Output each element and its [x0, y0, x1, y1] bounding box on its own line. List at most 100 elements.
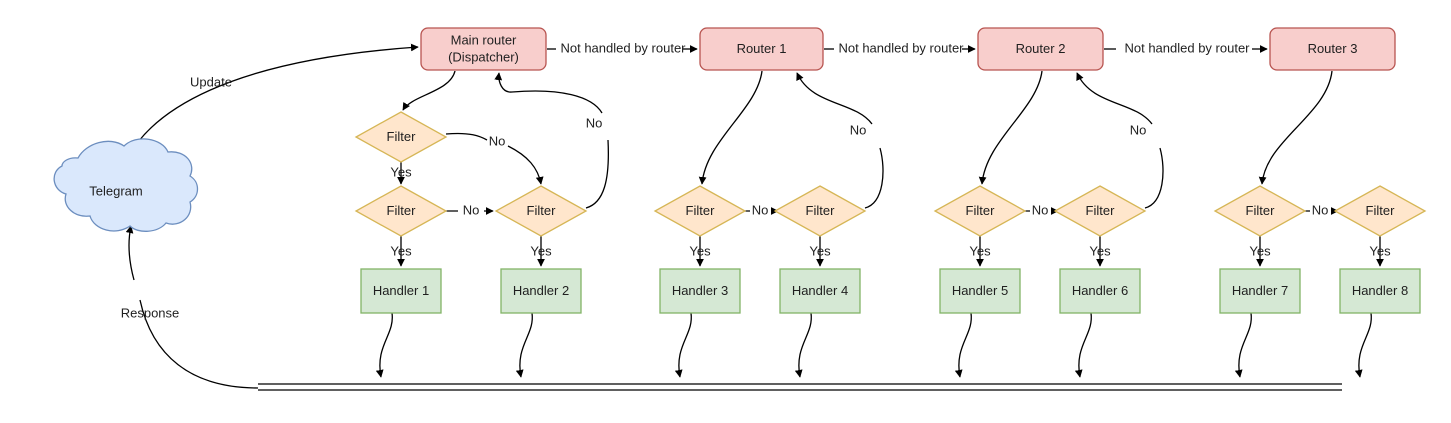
edge-handler-4-to-bus — [794, 312, 812, 378]
node-filter-6[interactable]: Filter — [933, 185, 1027, 237]
edge-label-yes-filter-4: Yes — [689, 243, 711, 258]
node-handler-7[interactable]: Handler 7 — [1219, 268, 1301, 314]
handler-1-label: Handler 1 — [373, 283, 429, 298]
edge-label-no-filter-5-to-router-1: No — [850, 122, 867, 137]
edge-label-yes-filter-2: Yes — [390, 243, 412, 258]
handler-4-box — [779, 268, 861, 314]
node-handler-4[interactable]: Handler 4 — [779, 268, 861, 314]
edge-filter-7-no-to-router-2 — [1077, 73, 1164, 209]
handler-2-box — [500, 268, 582, 314]
router-2-label: Router 2 — [1016, 41, 1066, 56]
filter-7-diamond — [1053, 185, 1147, 237]
edge-filter-5-no-to-router-1 — [797, 73, 884, 209]
filter-2-diamond — [354, 185, 448, 237]
router-1-label: Router 1 — [737, 41, 787, 56]
edge-label-no-filter-8-to-9: No — [1312, 202, 1329, 217]
node-filter-2[interactable]: Filter — [354, 185, 448, 237]
edge-label-no-filter-6-to-7: No — [1032, 202, 1049, 217]
handler-2-label: Handler 2 — [513, 283, 569, 298]
edge-bus-to-telegram-response — [129, 226, 259, 389]
edge-router-3-to-filter-8 — [1258, 70, 1333, 185]
edge-router-1-to-filter-4 — [698, 70, 763, 185]
telegram-label: Telegram — [89, 183, 142, 198]
handler-5-box — [939, 268, 1021, 314]
filter-4-diamond — [653, 185, 747, 237]
handler-8-label: Handler 8 — [1352, 283, 1408, 298]
node-router-1[interactable]: Router 1 — [699, 27, 824, 71]
filter-6-label: Filter — [966, 203, 996, 218]
handler-3-box — [659, 268, 741, 314]
node-main-router[interactable]: Main router (Dispatcher) — [420, 27, 547, 71]
edge-label-no-filter-1-to-3: No — [489, 133, 506, 148]
router-1-box — [699, 27, 824, 71]
edge-label-not-handled-router-1-2: Not handled by router — [838, 40, 964, 55]
filter-8-label: Filter — [1246, 203, 1276, 218]
handler-1-box — [360, 268, 442, 314]
telegram-source-node[interactable]: Telegram — [53, 138, 199, 232]
node-handler-3[interactable]: Handler 3 — [659, 268, 741, 314]
filter-5-diamond — [773, 185, 867, 237]
edges-layer — [125, 43, 1384, 391]
filter-9-diamond — [1333, 185, 1427, 237]
main-router-box — [420, 27, 547, 71]
edge-label-not-handled-main-router-1: Not handled by router — [560, 40, 686, 55]
filter-6-diamond — [933, 185, 1027, 237]
node-handler-6[interactable]: Handler 6 — [1059, 268, 1141, 314]
filter-4-label: Filter — [686, 203, 716, 218]
router-2-box — [977, 27, 1104, 71]
router-3-label: Router 3 — [1308, 41, 1358, 56]
node-router-3[interactable]: Router 3 — [1269, 27, 1396, 71]
edge-handler-1-to-bus — [375, 312, 393, 378]
node-filter-9[interactable]: Filter — [1333, 185, 1427, 237]
edge-label-no-filter-4-to-5: No — [752, 202, 769, 217]
filter-2-label: Filter — [387, 203, 417, 218]
handler-8-box — [1339, 268, 1421, 314]
edge-label-yes-filter-9: Yes — [1369, 243, 1391, 258]
router-3-box — [1269, 27, 1396, 71]
handler-7-box — [1219, 268, 1301, 314]
node-filter-7[interactable]: Filter — [1053, 185, 1147, 237]
filter-7-label: Filter — [1086, 203, 1116, 218]
filter-5-label: Filter — [806, 203, 836, 218]
handler-7-label: Handler 7 — [1232, 283, 1288, 298]
filter-9-label: Filter — [1366, 203, 1396, 218]
node-router-2[interactable]: Router 2 — [977, 27, 1104, 71]
handler-6-label: Handler 6 — [1072, 283, 1128, 298]
node-handler-5[interactable]: Handler 5 — [939, 268, 1021, 314]
edge-handler-8-to-bus — [1354, 312, 1372, 378]
edge-label-no-filter-3-to-main: No — [586, 115, 603, 130]
edge-labels-layer: Update Response Not handled by router No… — [121, 40, 1391, 320]
edge-label-yes-filter-5: Yes — [809, 243, 831, 258]
edge-handler-2-to-bus — [515, 312, 533, 378]
edge-filter-1-no-to-filter-3 — [445, 132, 541, 184]
filter-3-diamond — [494, 185, 588, 237]
edge-label-yes-filter-3: Yes — [530, 243, 552, 258]
edge-router-2-to-filter-6 — [978, 70, 1043, 185]
edge-label-no-filter-2-to-3: No — [463, 202, 480, 217]
handler-3-label: Handler 3 — [672, 283, 728, 298]
edge-label-response: Response — [121, 305, 180, 320]
main-router-label-line2: (Dispatcher) — [448, 49, 519, 64]
edge-label-yes-filter-6: Yes — [969, 243, 991, 258]
edge-main-router-to-filter-1 — [402, 70, 456, 111]
node-filter-5[interactable]: Filter — [773, 185, 867, 237]
edge-handler-7-to-bus — [1234, 312, 1252, 378]
edge-handler-6-to-bus — [1074, 312, 1092, 378]
edge-label-yes-filter-1: Yes — [390, 164, 412, 179]
node-filter-4[interactable]: Filter — [653, 185, 747, 237]
node-filter-3[interactable]: Filter — [494, 185, 588, 237]
edge-label-yes-filter-8: Yes — [1249, 243, 1271, 258]
edge-label-update: Update — [190, 74, 232, 89]
cloud-icon — [53, 138, 199, 232]
node-handler-8[interactable]: Handler 8 — [1339, 268, 1421, 314]
node-filter-1[interactable]: Filter — [354, 111, 448, 163]
edge-label-yes-filter-7: Yes — [1089, 243, 1111, 258]
handler-5-label: Handler 5 — [952, 283, 1008, 298]
filter-1-label: Filter — [387, 129, 417, 144]
node-filter-8[interactable]: Filter — [1213, 185, 1307, 237]
node-handler-2[interactable]: Handler 2 — [500, 268, 582, 314]
filter-1-diamond — [354, 111, 448, 163]
node-handler-1[interactable]: Handler 1 — [360, 268, 442, 314]
